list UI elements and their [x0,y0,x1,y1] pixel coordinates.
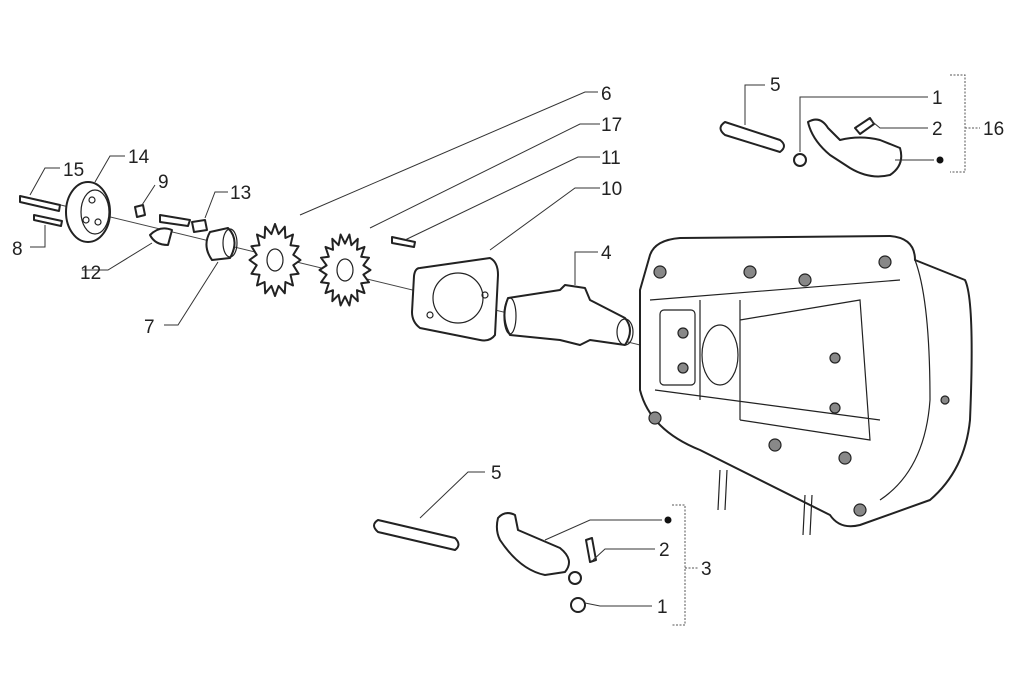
callout-1-top: 1 [932,88,943,109]
timing-gear-6 [248,223,302,297]
timing-gear-6-hub [266,248,284,272]
leader-lines [29,74,980,626]
gears [248,223,372,307]
adjust-screw-top [854,117,875,135]
marker-dot-bottom [664,516,672,524]
rocker-arm-bottom [495,512,570,576]
callout-12: 12 [80,263,101,284]
bolt-15 [19,195,61,212]
adjust-screw-bottom [585,537,597,563]
washer-bottom [568,571,582,585]
rocker-arm-top [807,118,903,178]
cylinder-head [639,235,973,536]
callout-1-bottom: 1 [657,597,668,618]
callout-2-top: 2 [932,119,943,140]
callout-5-bottom: 5 [491,463,502,484]
spring-9 [134,204,146,218]
callout-7: 7 [144,317,155,338]
bolt-8 [33,214,63,227]
callout-3: 3 [701,559,712,580]
callout-5-top: 5 [770,75,781,96]
camshaft [503,284,634,346]
callout-11: 11 [601,148,621,169]
timing-gear-17-hub [336,258,354,282]
callout-8: 8 [12,239,23,260]
marker-dot-top [936,156,944,164]
callout-13: 13 [230,183,251,204]
callout-17: 17 [601,115,622,136]
rocker-pin-top [719,121,785,153]
callout-4: 4 [601,243,612,264]
timing-gear-17 [318,233,372,307]
rocker-pin-bottom [373,519,460,551]
cam-plate [411,257,499,342]
callout-2-bottom: 2 [659,540,670,561]
pulley-14 [65,181,111,243]
callout-14: 14 [128,147,150,168]
callout-15: 15 [63,160,84,181]
callout-10: 10 [601,179,622,200]
callout-16: 16 [983,119,1004,140]
pin-13 [191,219,208,233]
callout-6: 6 [601,84,612,105]
weight-12 [149,214,191,246]
nut-top [793,153,807,167]
callout-labels: 6 17 11 10 4 15 14 9 13 8 12 7 5 1 2 16 … [12,75,1004,618]
bushing-7 [205,227,238,261]
screw-11 [391,236,416,248]
nut-bottom [570,597,586,613]
callout-9: 9 [158,172,169,193]
